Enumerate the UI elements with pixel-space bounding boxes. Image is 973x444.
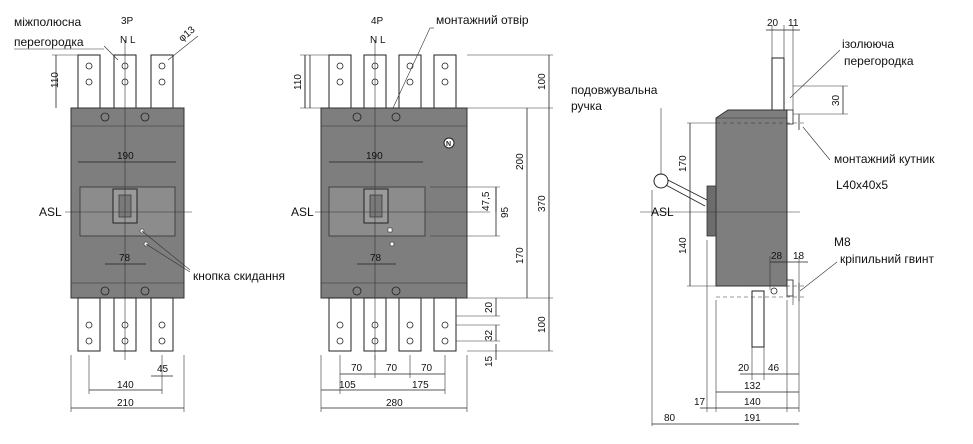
dim-side-28: 28 [771,251,783,262]
label-insulating-2: перегородка [844,54,914,68]
dim-side-140: 140 [678,237,689,254]
side-body [715,109,788,287]
dim-4p-100-bottom: 100 [537,316,548,333]
label-fix-screw: кріпильний гвинт [840,252,934,266]
dim-4p-70-b: 70 [386,363,398,374]
breaker-side-view [640,25,848,426]
dim-3p-110: 110 [50,72,61,88]
dim-side-132: 132 [744,381,761,392]
dim-side-46: 46 [768,363,780,374]
dim-side-30: 30 [831,94,842,106]
label-mounting-angle: монтажний кутник [834,152,935,166]
side-terminal-top [771,57,785,116]
dim-4p-105: 105 [339,380,356,391]
dim-side-11: 11 [788,18,799,29]
terminal-bottom-1 [77,297,101,352]
label-reset-button: кнопка скидання [193,269,285,283]
label-extension-1: подовжувальна [571,83,658,97]
dim-3p-210: 210 [117,398,134,409]
dim-4p-110: 110 [293,74,304,90]
dim-4p-100-top: 100 [537,73,548,90]
dim-side-18: 18 [793,251,805,262]
dim-3p-45: 45 [157,364,169,375]
label-insulating-1: ізолююча [842,37,894,51]
dim-4p-15: 15 [484,355,495,367]
dim-3p-190: 190 [117,151,134,162]
dim-side-170: 170 [678,155,689,172]
label-phi13: φ13 [177,24,198,44]
terminal-4p-bottom-3 [398,297,422,352]
label-pole-divider-2: перегородка [14,35,84,49]
terminal-4p-bottom-4 [433,297,457,352]
dim-side-17: 17 [694,397,706,408]
dim-4p-70-a: 70 [351,363,363,374]
terminal-bottom-3 [150,297,174,352]
dim-4p-190: 190 [366,151,383,162]
dim-3p-140: 140 [117,380,134,391]
dim-4p-20: 20 [484,301,495,313]
label-3p: 3P [121,16,134,27]
svg-text:N: N [446,141,451,148]
extension-handle-knob [653,173,669,189]
dim-side-140b: 140 [744,397,761,408]
dim-4p-200: 200 [515,153,526,170]
label-asl-4p: ASL [291,205,314,219]
label-nl-3p: N L [120,35,136,46]
dim-4p-95: 95 [500,206,511,218]
label-mounting-hole: монтажний отвір [436,13,529,27]
label-extension-2: ручка [571,99,602,113]
terminal-4p-bottom-1 [328,297,352,352]
label-pole-divider: міжполюсна [14,15,81,29]
label-asl-3p: ASL [39,205,62,219]
label-m8: M8 [834,235,851,249]
dim-side-20b: 20 [738,363,750,374]
dim-side-20: 20 [767,18,779,29]
dim-4p-170: 170 [515,247,526,264]
side-handle [706,185,717,237]
label-asl-side: ASL [651,205,674,219]
dim-4p-47-5: 47,5 [481,191,492,211]
breaker-4p-view: N [300,27,553,412]
dim-3p-78: 78 [119,253,131,264]
dim-side-80: 80 [664,413,676,424]
label-4p: 4P [371,16,384,27]
side-terminal-bottom [751,290,765,348]
label-nl-4p: N L [370,35,386,46]
dim-4p-175: 175 [412,380,429,391]
dim-side-191: 191 [744,413,761,424]
breaker-3p-view [14,35,311,412]
dim-4p-70-c: 70 [421,363,433,374]
dim-4p-280: 280 [386,398,403,409]
label-angle-size: L40x40x5 [836,178,888,192]
dim-4p-32: 32 [484,329,495,341]
dim-4p-370: 370 [537,195,548,212]
dim-4p-78: 78 [370,253,382,264]
